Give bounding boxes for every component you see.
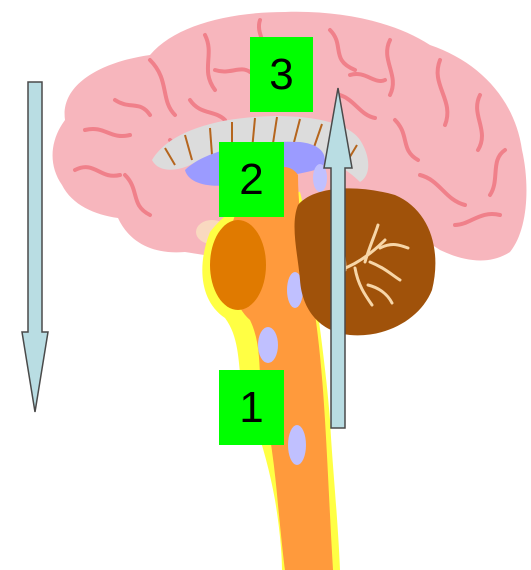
label-1-text: 1 (239, 386, 263, 430)
arrow-down (22, 82, 48, 412)
label-3-text: 3 (269, 53, 293, 97)
label-1: 1 (219, 370, 284, 445)
label-2: 2 (219, 142, 284, 217)
label-2-text: 2 (239, 158, 263, 202)
label-3: 3 (250, 37, 313, 112)
pons (210, 220, 266, 310)
